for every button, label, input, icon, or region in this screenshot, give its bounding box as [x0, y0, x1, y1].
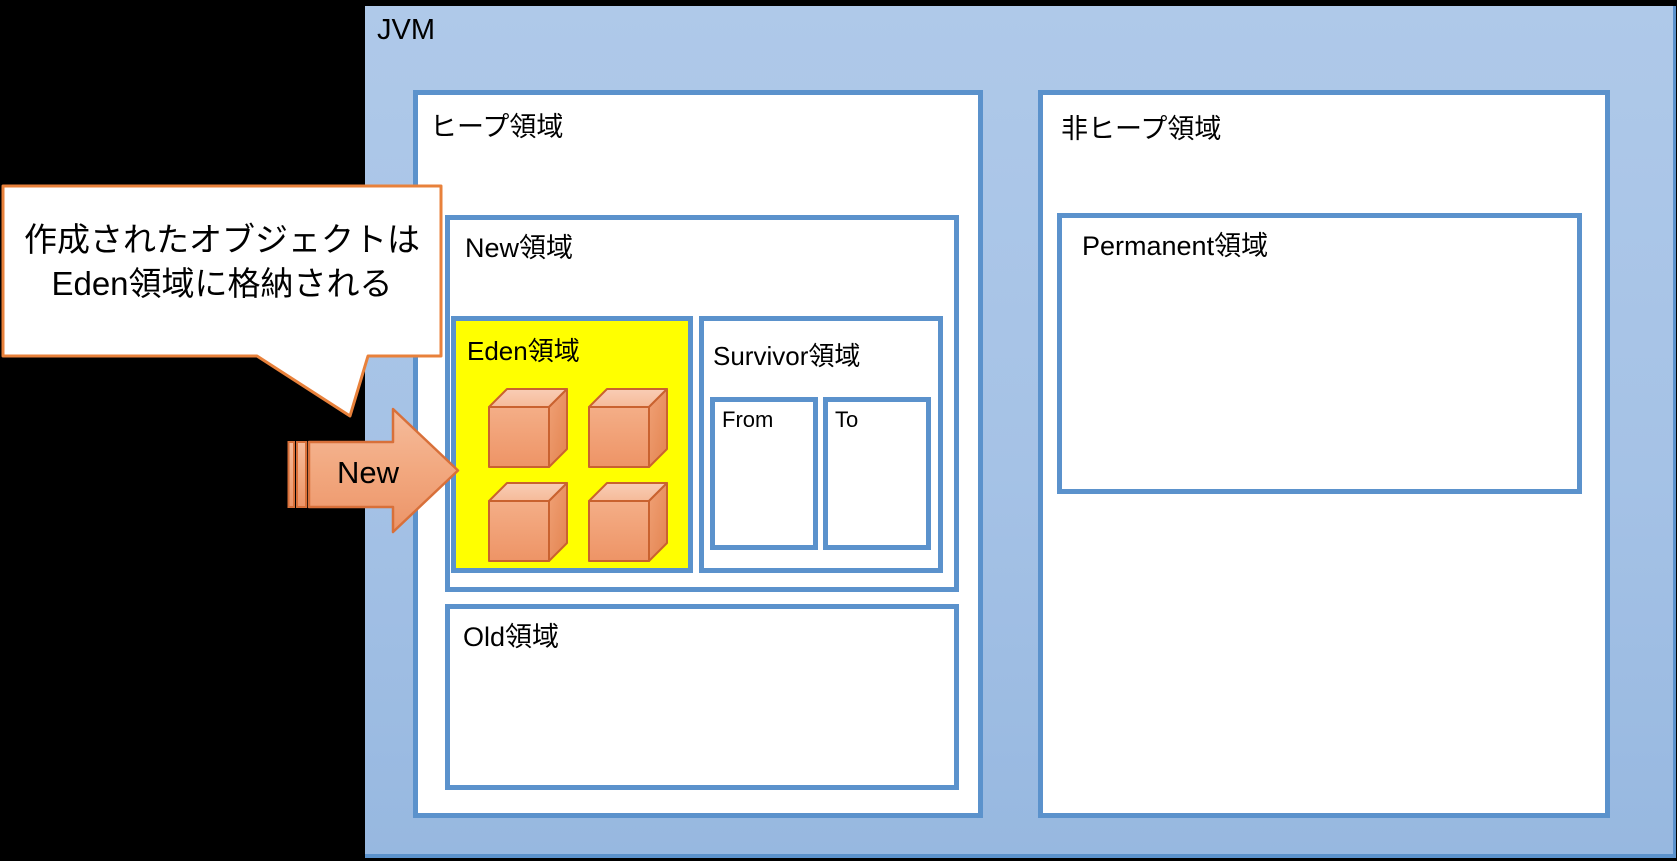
object-cube	[588, 388, 668, 468]
new-area-label: New領域	[465, 233, 574, 263]
survivor-from-box: From	[710, 397, 818, 550]
old-area-box: Old領域	[445, 604, 959, 790]
object-cube	[488, 482, 568, 562]
survivor-area-label: Survivor領域	[713, 341, 861, 371]
survivor-to-label: To	[835, 407, 859, 432]
callout-line-1: 作成されたオブジェクトは	[24, 221, 420, 258]
non-heap-area-label: 非ヒープ領域	[1061, 114, 1222, 144]
callout-line-2: Eden領域に格納される	[51, 265, 393, 302]
permanent-area-label: Permanent領域	[1082, 231, 1269, 261]
eden-area-label: Eden領域	[467, 336, 580, 366]
object-cube	[588, 482, 668, 562]
new-arrow-label: New	[336, 455, 399, 490]
old-area-label: Old領域	[463, 622, 560, 652]
survivor-to-box: To	[823, 397, 931, 550]
object-cube	[488, 388, 568, 468]
survivor-from-label: From	[722, 407, 774, 432]
permanent-area-box: Permanent領域	[1057, 213, 1582, 494]
jvm-label: JVM	[377, 14, 435, 46]
eden-object-cubes	[488, 388, 668, 562]
callout-bubble	[1, 184, 443, 418]
new-arrow	[287, 407, 460, 534]
callout-text: 作成されたオブジェクトは Eden領域に格納される	[16, 218, 428, 306]
heap-area-label: ヒープ領域	[430, 112, 564, 142]
